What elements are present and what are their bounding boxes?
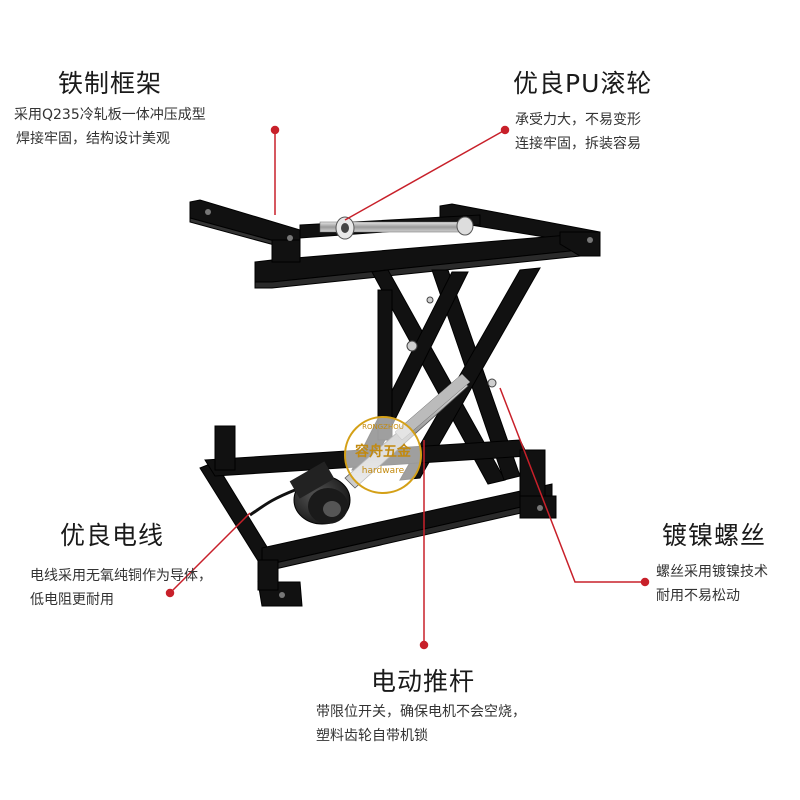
frame-hole — [587, 237, 593, 243]
frame-description: 采用Q235冷轧板一体冲压成型 焊接牢固，结构设计美观 — [14, 103, 206, 151]
base-hole — [279, 592, 285, 598]
wheel-description: 承受力大，不易变形 连接牢固，拆装容易 — [515, 108, 641, 156]
scissor-arms — [351, 267, 541, 485]
watermark-name: 容舟五金 — [354, 443, 412, 460]
wheel-desc-line: 连接牢固，拆装容易 — [515, 136, 641, 152]
nickel-screw — [406, 340, 418, 352]
actuator-title: 电动推杆 — [371, 667, 476, 696]
leader-dot-wire — [165, 588, 175, 598]
watermark-bottom: hardware — [362, 466, 405, 476]
pu-wheel — [319, 216, 474, 240]
power-wire — [249, 488, 296, 517]
wire-description: 电线采用无氧纯铜作为导体， 低电阻更耐用 — [30, 564, 212, 612]
frame-hole — [287, 235, 293, 241]
actuator-description: 带限位开关，确保电机不会空烧， 塑料齿轮自带机锁 — [316, 700, 526, 748]
leader-lines — [165, 125, 650, 650]
nickel-screw — [426, 296, 434, 304]
top-frame — [189, 199, 601, 289]
wheel-title: 优良PU滚轮 — [513, 69, 653, 98]
screw-title: 镀镍螺丝 — [662, 521, 767, 550]
frame-title: 铁制框架 — [58, 69, 163, 98]
base-hole — [537, 505, 543, 511]
watermark-logo: RONGZHOU 容舟五金 hardware — [344, 416, 422, 494]
actuator-desc-line: 带限位开关，确保电机不会空烧， — [316, 704, 526, 720]
leader-dot-frame — [270, 125, 280, 135]
nickel-screw — [487, 378, 497, 388]
wheel-desc-line: 承受力大，不易变形 — [515, 112, 641, 128]
frame-hole — [205, 209, 211, 215]
frame-desc-line: 采用Q235冷轧板一体冲压成型 — [14, 107, 206, 123]
leader-dot-actuator — [419, 640, 429, 650]
leader-wire — [169, 512, 251, 594]
actuator-desc-line: 塑料齿轮自带机锁 — [316, 728, 428, 744]
frame-desc-line: 焊接牢固，结构设计美观 — [16, 131, 170, 147]
leader-dot-screw — [640, 577, 650, 587]
screw-desc-line: 耐用不易松动 — [656, 588, 740, 604]
wire-desc-line: 低电阻更耐用 — [30, 592, 114, 608]
wire-desc-line: 电线采用无氧纯铜作为导体， — [30, 568, 212, 584]
screw-desc-line: 螺丝采用镀镍技术 — [656, 564, 768, 580]
screw-description: 螺丝采用镀镍技术 耐用不易松动 — [656, 560, 768, 608]
leader-dot-wheel — [500, 125, 510, 135]
leader-screw — [499, 387, 645, 583]
wire-title: 优良电线 — [60, 521, 165, 550]
watermark-top: RONGZHOU — [362, 423, 404, 431]
leader-wheel — [344, 129, 506, 221]
